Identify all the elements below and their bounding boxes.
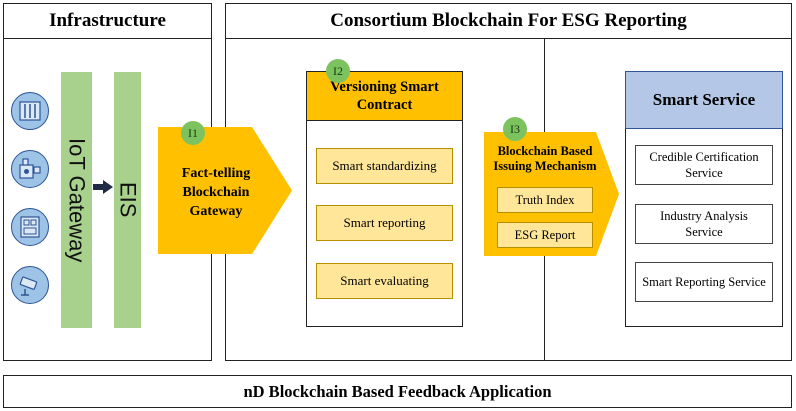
smart-standardizing-item: Smart standardizing <box>316 148 453 184</box>
issuing-title: Blockchain Based Issuing Mechanism <box>493 144 597 173</box>
versioning-title: Versioning Smart Contract <box>330 79 439 113</box>
camera-icon <box>11 266 49 304</box>
gateway-label: Fact-telling Blockchain Gateway <box>181 166 251 219</box>
eis-label: EIS <box>115 182 141 218</box>
esg-report-item: ESG Report <box>497 222 593 248</box>
cabinet-icon <box>11 208 49 246</box>
industry-analysis-item: Industry Analysis Service <box>635 204 773 244</box>
truth-index-item: Truth Index <box>497 187 593 213</box>
smart-evaluating-item: Smart evaluating <box>316 263 453 299</box>
iot-gateway-label: IoT Gateway <box>64 137 90 263</box>
iot-gateway-bar: IoT Gateway <box>61 72 92 328</box>
credible-certification-item: Credible Certification Service <box>635 145 773 185</box>
smart-reporting-item: Smart reporting <box>316 205 453 241</box>
gateway-arrow <box>158 127 292 254</box>
control-panel-icon <box>11 150 49 188</box>
arrow-right-icon <box>93 180 113 194</box>
gateway-badge: I1 <box>181 121 205 145</box>
smart-service-header: Smart Service <box>625 71 783 129</box>
smart-reporting-service-item: Smart Reporting Service <box>635 262 773 302</box>
server-rack-icon <box>11 92 49 130</box>
issuing-badge: I3 <box>503 117 527 141</box>
feedback-label: nD Blockchain Based Feedback Application <box>243 381 552 401</box>
infrastructure-title: Infrastructure <box>4 4 211 39</box>
versioning-badge: I2 <box>326 59 350 83</box>
feedback-bar: nD Blockchain Based Feedback Application <box>3 375 792 408</box>
consortium-title: Consortium Blockchain For ESG Reporting <box>226 4 791 39</box>
smart-service-title: Smart Service <box>652 90 756 109</box>
eis-bar: EIS <box>114 72 141 328</box>
